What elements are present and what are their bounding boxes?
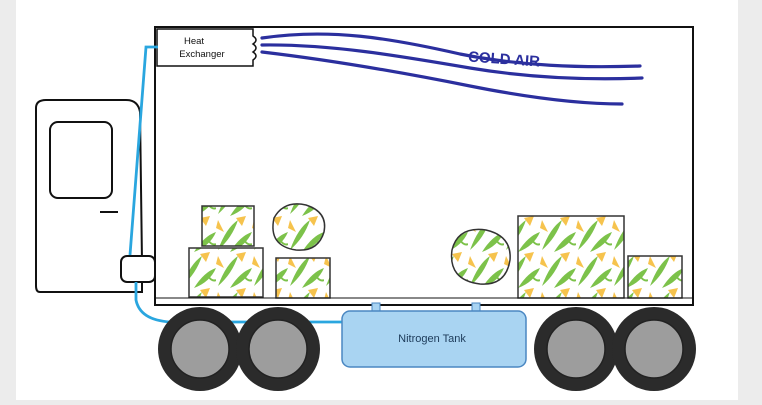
air-stream-1 xyxy=(260,32,642,69)
wheel-icon xyxy=(236,307,320,391)
wheels xyxy=(158,307,696,391)
air-stream-3 xyxy=(260,50,624,106)
produce-crate-icon xyxy=(275,257,331,299)
heat-exchanger-label-line1: Heat xyxy=(184,36,204,47)
air-stream-2 xyxy=(260,43,644,81)
truck-cab-icon xyxy=(35,99,156,293)
cold-air-streams xyxy=(260,32,644,106)
wheel-icon xyxy=(534,307,618,391)
produce-crate-icon xyxy=(201,205,255,247)
produce-crate-icon xyxy=(627,255,683,299)
wheel-icon xyxy=(612,307,696,391)
produce-crate-icon xyxy=(188,247,264,298)
produce-crate-icon xyxy=(517,215,625,299)
nitrogen-tank: Nitrogen Tank xyxy=(341,302,527,368)
produce-ball-icon xyxy=(450,228,511,285)
nitrogen-tank-label: Nitrogen Tank xyxy=(398,333,466,345)
produce-cargo xyxy=(188,203,683,299)
cab-tank xyxy=(120,255,156,283)
heat-exchanger: Heat Exchanger xyxy=(156,28,257,67)
heat-exchanger-label-line2: Exchanger xyxy=(179,49,224,60)
wheel-icon xyxy=(158,307,242,391)
cold-air-label: COLD AIR xyxy=(468,49,541,71)
cab-window xyxy=(49,121,113,199)
produce-ball-icon xyxy=(272,203,326,251)
